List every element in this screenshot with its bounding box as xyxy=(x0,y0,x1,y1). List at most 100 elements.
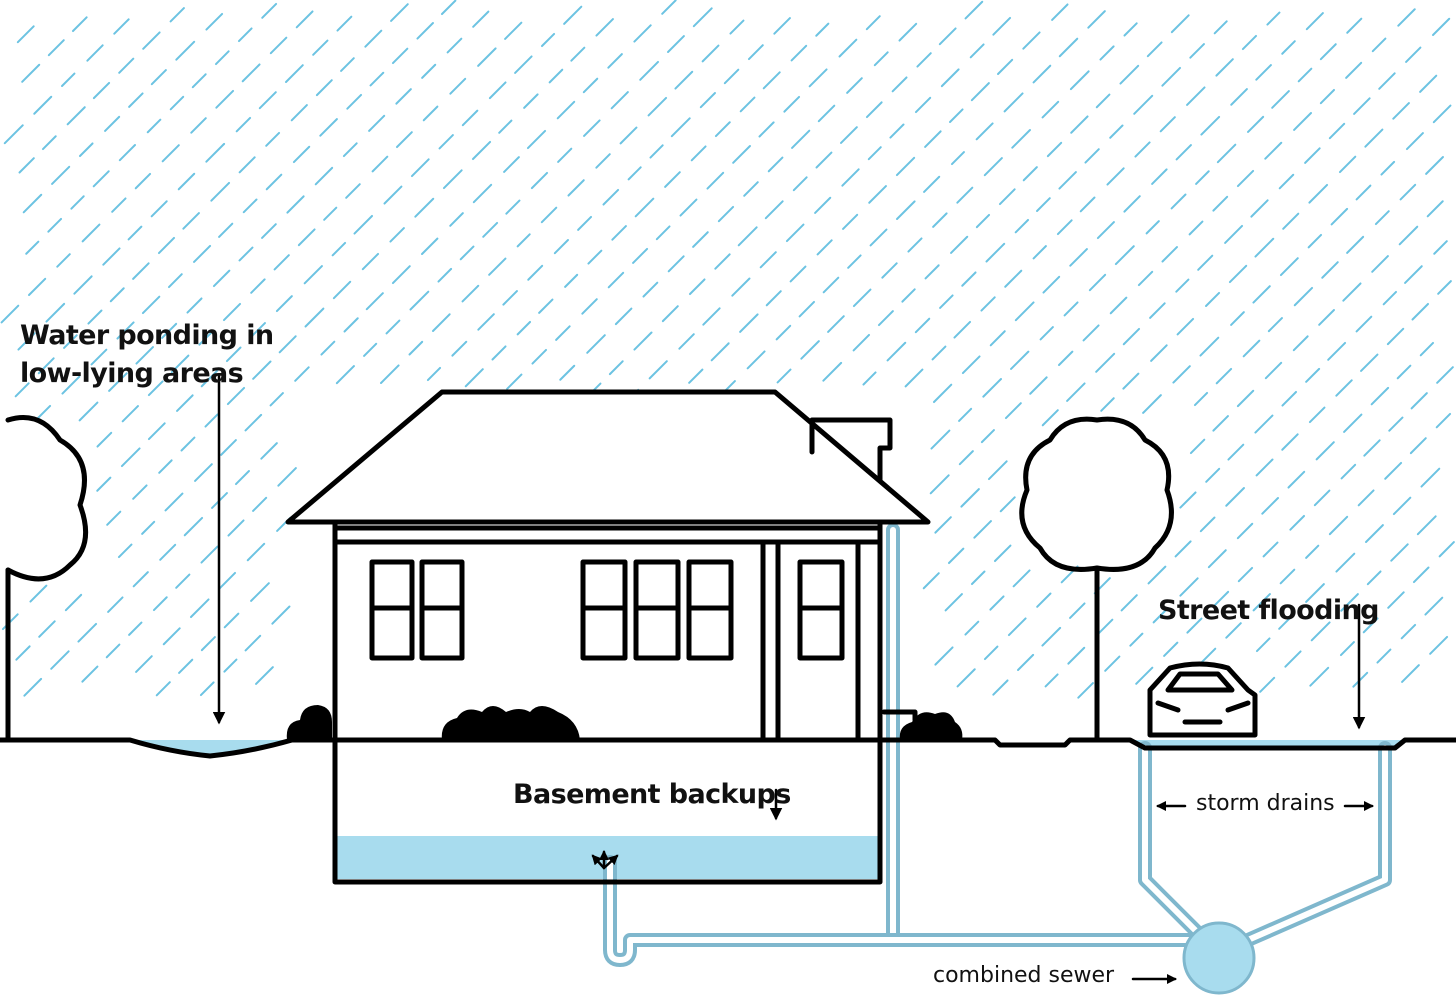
rain-streak xyxy=(169,95,185,111)
rain-streak xyxy=(70,195,85,210)
rain-streak xyxy=(538,298,554,314)
rain-streak xyxy=(992,679,1009,696)
rain-streak xyxy=(1255,458,1274,477)
rain-streak xyxy=(583,119,601,137)
rain-streak xyxy=(50,650,70,670)
house-icon xyxy=(285,389,931,885)
rain-streak xyxy=(117,543,133,559)
rain-streak xyxy=(225,346,242,363)
car-icon xyxy=(1147,661,1258,738)
rain-streak xyxy=(391,265,411,285)
rain-streak xyxy=(1319,43,1337,61)
rain-streak xyxy=(846,77,863,94)
rain-streak xyxy=(194,463,213,482)
rain-streak xyxy=(343,317,359,333)
rain-streak xyxy=(1432,17,1451,36)
rain-streak xyxy=(1186,86,1206,106)
rain-streak xyxy=(269,392,284,407)
rain-streak xyxy=(1056,219,1073,236)
rain-streak xyxy=(294,366,310,382)
rain-streak xyxy=(841,168,860,187)
rain-streak xyxy=(134,172,152,190)
rain-streak xyxy=(992,16,1012,36)
rain-streak xyxy=(764,200,784,220)
rain-streak xyxy=(193,244,212,263)
rain-streak xyxy=(1066,382,1086,402)
rain-streak xyxy=(1036,197,1051,212)
rain-streak xyxy=(1401,664,1420,683)
rain-streak xyxy=(1255,637,1271,653)
rain-streak xyxy=(648,360,668,380)
rain-streak xyxy=(176,394,194,412)
rain-streak xyxy=(1262,541,1279,558)
rain-streak xyxy=(1003,92,1024,113)
rain-streak xyxy=(214,50,230,66)
rain-streak xyxy=(459,245,475,261)
rain-streak xyxy=(1151,168,1168,185)
rain-streak xyxy=(790,44,808,62)
rain-streak xyxy=(1088,273,1107,292)
rain-streak xyxy=(1215,58,1234,77)
rain-streak xyxy=(798,300,816,318)
rain-streak xyxy=(852,288,872,308)
rain-streak xyxy=(960,488,980,508)
rain-streak xyxy=(934,516,952,534)
rain-streak xyxy=(132,484,148,500)
rain-streak xyxy=(365,292,384,311)
rain-streak xyxy=(1281,40,1296,55)
rain-streak xyxy=(14,382,30,398)
rain-streak xyxy=(1279,568,1296,585)
rain-streak xyxy=(332,280,352,300)
rain-streak xyxy=(364,29,383,48)
rain-streak xyxy=(220,439,237,456)
ponding-water xyxy=(130,740,292,756)
rain-streak xyxy=(667,35,685,53)
rain-streak xyxy=(1161,66,1182,87)
rain-streak xyxy=(1429,635,1449,655)
rain-streak xyxy=(502,290,518,306)
rain-streak xyxy=(107,596,124,613)
rain-streak xyxy=(116,321,135,340)
rain-streak xyxy=(250,582,270,602)
rain-streak xyxy=(904,368,924,388)
rain-streak xyxy=(1340,593,1359,612)
rain-streak xyxy=(242,198,258,214)
rain-streak xyxy=(29,584,48,603)
rain-streak xyxy=(451,340,468,357)
rain-streak xyxy=(1360,353,1379,372)
rain-streak xyxy=(237,27,253,43)
rain-streak xyxy=(363,342,378,357)
rain-streak xyxy=(241,63,261,83)
rain-streak xyxy=(1199,516,1216,533)
rain-streak xyxy=(1011,129,1031,149)
rain-streak xyxy=(1106,167,1125,186)
shrub-right-icon xyxy=(899,712,963,740)
rain-streak xyxy=(914,96,932,114)
ground-line xyxy=(0,737,1456,759)
rain-streak xyxy=(47,39,65,57)
rain-streak xyxy=(190,117,207,134)
rain-streak xyxy=(877,310,894,327)
rain-streak xyxy=(109,287,125,303)
rain-streak xyxy=(1176,317,1195,336)
rain-streak xyxy=(121,405,139,423)
rain-streak xyxy=(1215,367,1233,385)
rain-streaks xyxy=(0,0,1455,699)
rain-streak xyxy=(146,118,162,134)
rain-streak xyxy=(1363,439,1381,457)
rain-streak xyxy=(1051,3,1069,21)
rain-streak xyxy=(1319,88,1336,105)
rain-streak xyxy=(701,44,720,63)
rain-streak xyxy=(1292,335,1309,352)
rain-streak xyxy=(1426,200,1444,218)
rain-streak xyxy=(1122,372,1140,390)
rain-streak xyxy=(717,205,735,223)
rain-streak xyxy=(395,131,413,149)
rain-streak xyxy=(1433,240,1448,255)
rain-streak xyxy=(627,166,642,181)
rain-streak xyxy=(1338,155,1357,174)
rain-streak xyxy=(180,436,196,452)
rain-streak xyxy=(81,223,101,243)
rain-streak xyxy=(118,57,135,74)
rain-streak xyxy=(743,181,759,197)
